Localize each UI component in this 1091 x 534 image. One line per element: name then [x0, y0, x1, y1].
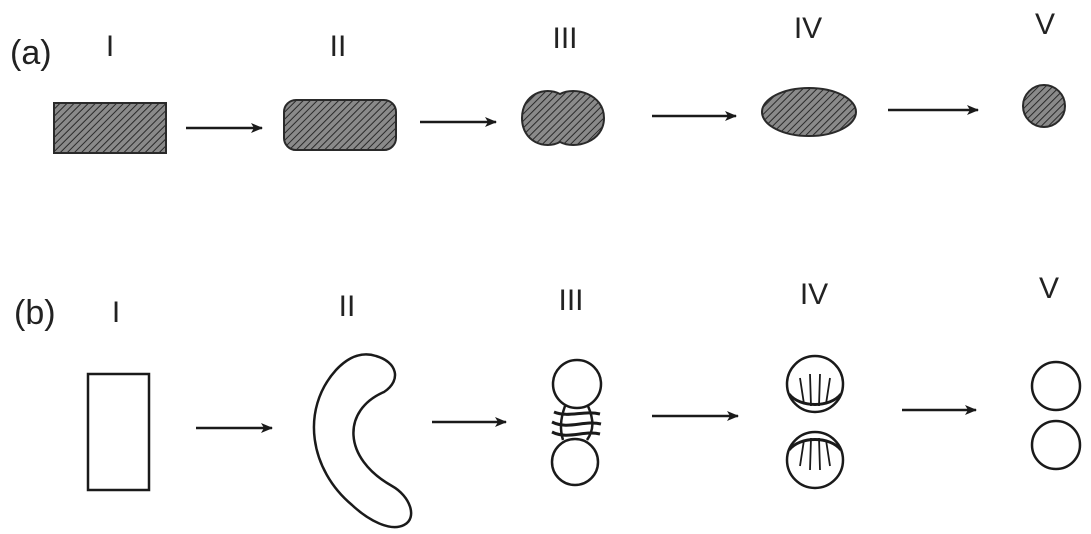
panel-b-stage-5-lower-sphere	[1032, 421, 1080, 469]
panel-b-stage-2-curved-vesicle	[314, 354, 411, 527]
panel-a-stage-4-ellipse	[762, 88, 856, 136]
panel-a-stage-1-rectangle	[54, 103, 166, 153]
panel-b-stage-4-dividing-vesicles	[787, 356, 843, 488]
panel-b-stage-1-rectangle	[88, 374, 149, 490]
panel-a-stage-2-rounded-rectangle	[284, 100, 396, 150]
panel-a-stage-3-dumbbell	[522, 91, 604, 145]
panel-a-stage-5-sphere	[1023, 85, 1065, 127]
panel-b-stage-5-upper-sphere	[1032, 362, 1080, 410]
panel-b-stage-3-constricting-vesicle	[552, 360, 601, 485]
